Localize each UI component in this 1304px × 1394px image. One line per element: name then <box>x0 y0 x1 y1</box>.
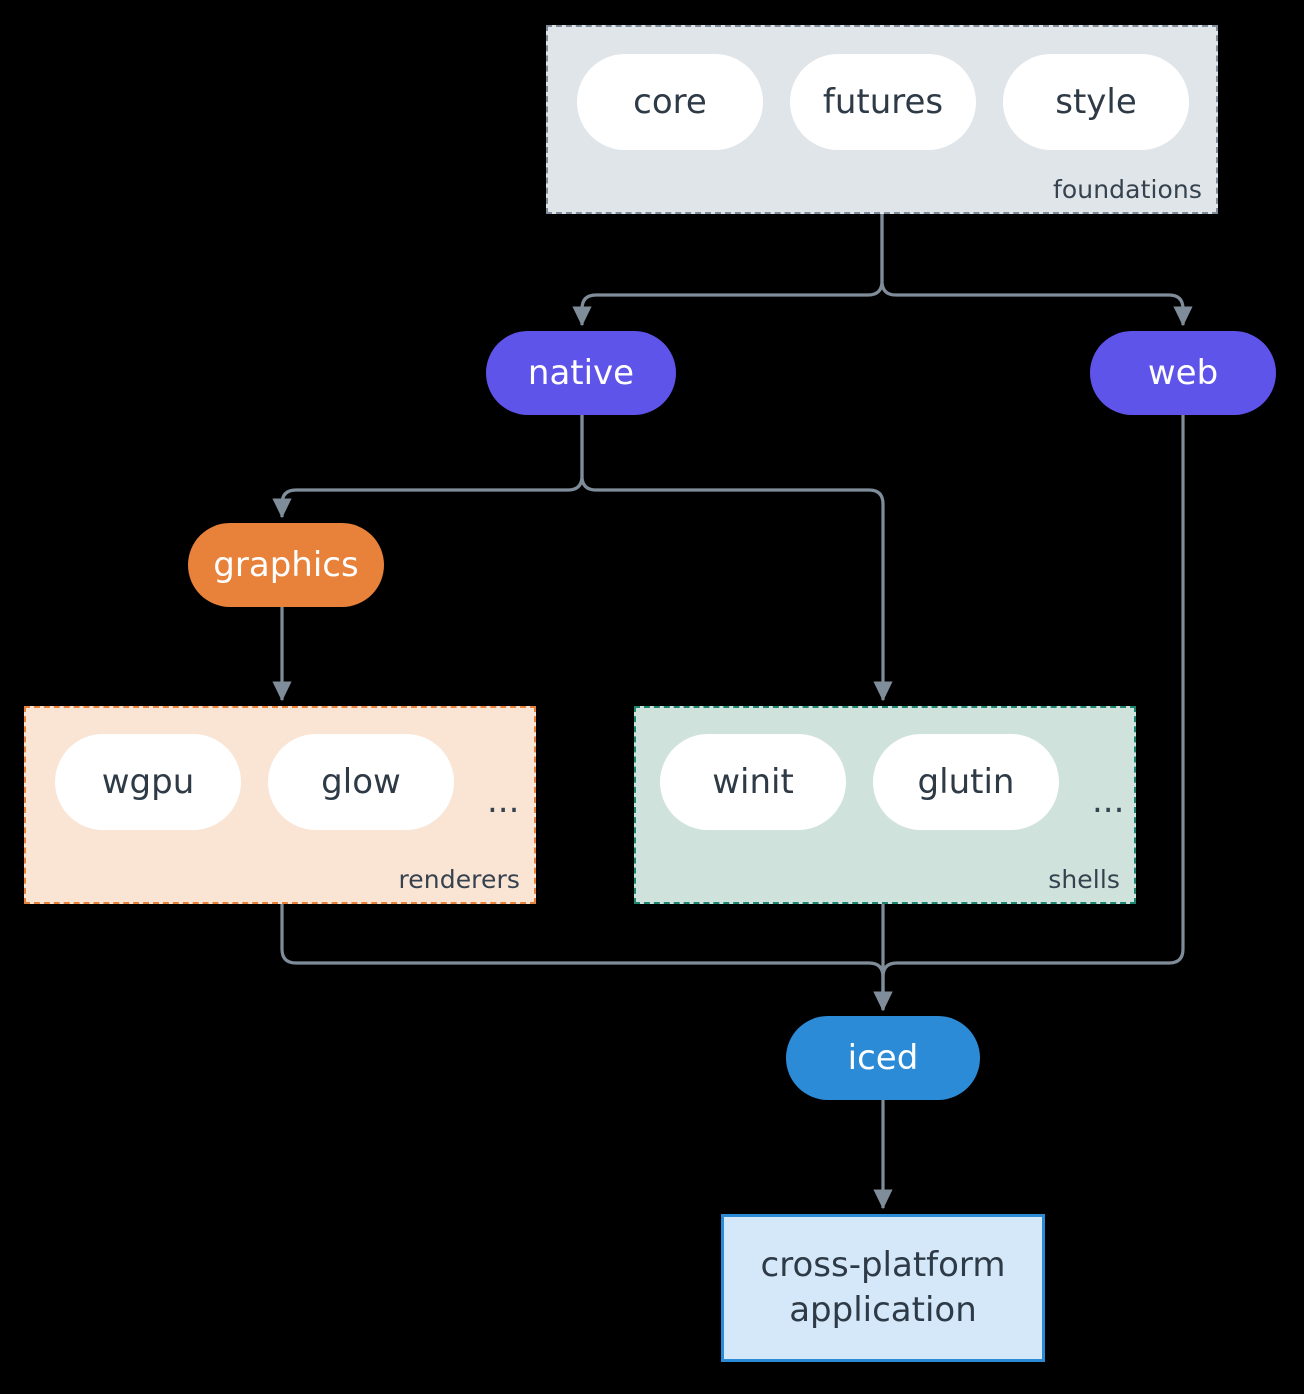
edge-renderers-iced <box>280 904 893 1012</box>
application-line-2: application <box>789 1290 977 1330</box>
pill-style[interactable]: style <box>1003 54 1189 150</box>
pill-core[interactable]: core <box>577 54 763 150</box>
node-graphics[interactable]: graphics <box>188 523 384 607</box>
pill-glow[interactable]: glow <box>268 734 454 830</box>
group-foundations[interactable]: core futures style foundations <box>546 25 1218 214</box>
node-cross-platform-application[interactable]: cross-platform application <box>721 1214 1045 1362</box>
node-web[interactable]: web <box>1090 331 1276 415</box>
renderers-more-ellipsis: ... <box>487 781 520 821</box>
application-line-1: cross-platform <box>760 1245 1006 1286</box>
group-label-renderers: renderers <box>398 865 520 894</box>
edge-native-shells <box>580 415 893 702</box>
edge-foundations-native <box>572 214 884 327</box>
pill-glutin[interactable]: glutin <box>873 734 1059 830</box>
renderers-pill-row: wgpu glow ... <box>55 734 525 830</box>
edge-native-graphics <box>272 415 584 519</box>
foundations-pill-row: core futures style <box>577 54 1189 150</box>
group-label-foundations: foundations <box>1053 175 1202 204</box>
pill-wgpu[interactable]: wgpu <box>55 734 241 830</box>
group-label-shells: shells <box>1048 865 1120 894</box>
shells-more-ellipsis: ... <box>1092 781 1125 821</box>
edge-foundations-web <box>880 214 1193 327</box>
shells-pill-row: winit glutin ... <box>660 734 1130 830</box>
node-native[interactable]: native <box>486 331 676 415</box>
pill-futures[interactable]: futures <box>790 54 976 150</box>
group-renderers[interactable]: wgpu glow ... renderers <box>24 706 536 904</box>
group-shells[interactable]: winit glutin ... shells <box>634 706 1136 904</box>
node-iced[interactable]: iced <box>786 1016 980 1100</box>
pill-winit[interactable]: winit <box>660 734 846 830</box>
